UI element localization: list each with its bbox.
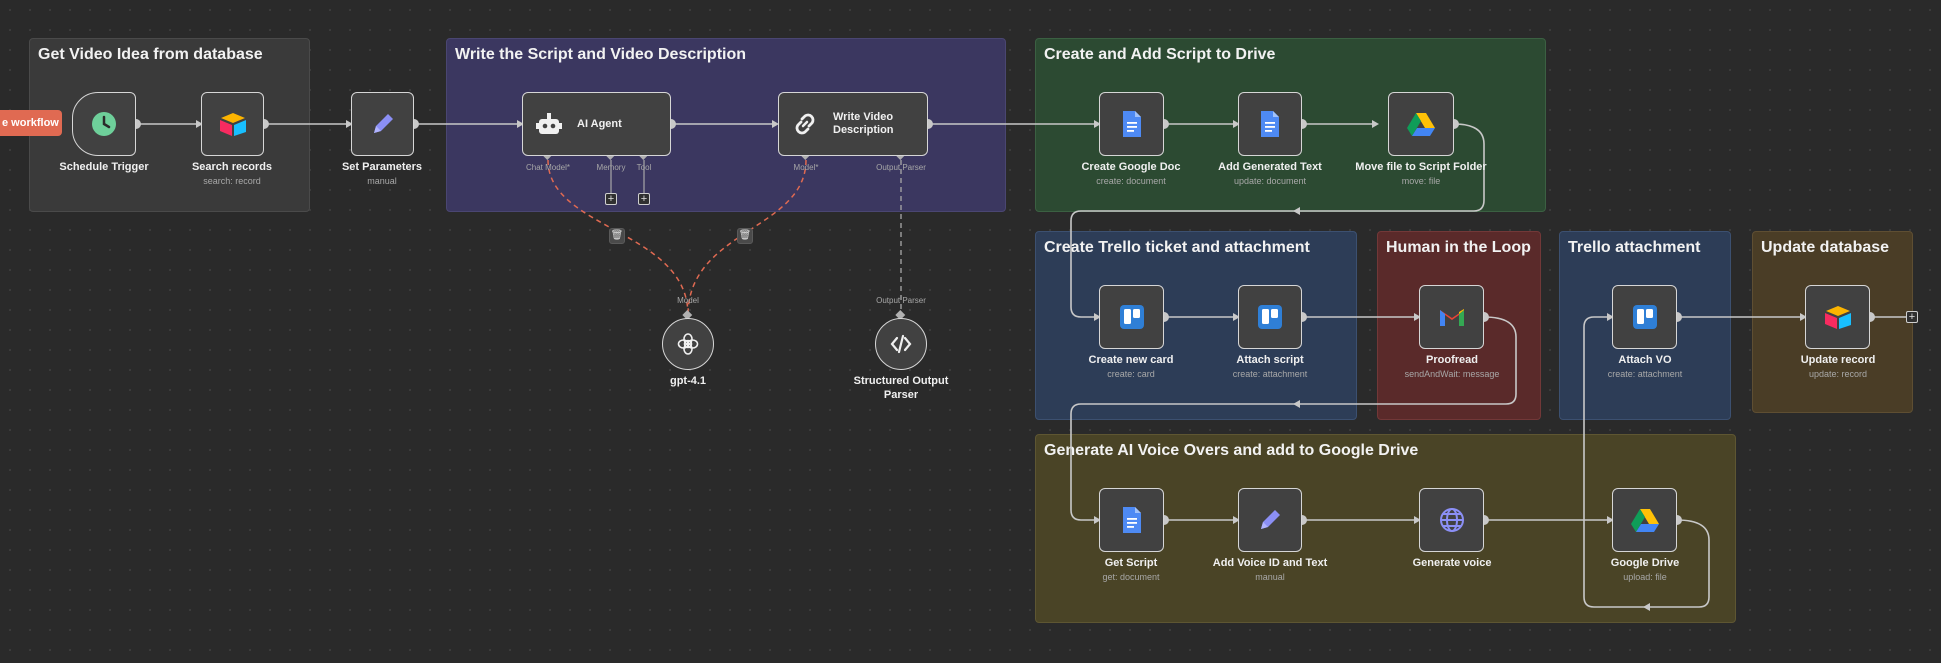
port-output-parser-in: Output Parser	[876, 296, 926, 305]
node-label: Schedule Trigger	[59, 161, 149, 173]
port-chat-model: Chat Model*	[525, 163, 571, 172]
port-model: Model*	[793, 163, 819, 172]
node-subtitle: create: attachment	[1607, 369, 1683, 379]
airtable-icon	[1824, 306, 1851, 329]
group-title: Create and Add Script to Drive	[1044, 46, 1276, 63]
node-label: gpt-4.1	[669, 375, 707, 387]
node-label: Get Script	[1104, 557, 1158, 569]
execute-workflow-button[interactable]: e workflow	[0, 110, 62, 136]
node-label: Add Generated Text	[1218, 161, 1322, 173]
node-write-video-description[interactable]: Write Video Description	[778, 92, 928, 156]
node-label: AI Agent	[577, 117, 622, 130]
node-set-parameters[interactable]	[351, 92, 414, 156]
node-subtitle: update: record	[1808, 369, 1868, 379]
node-search-records[interactable]	[201, 92, 264, 156]
add-tool-button[interactable]: +	[638, 193, 650, 205]
trello-icon	[1258, 305, 1282, 329]
group-title: Generate AI Voice Overs and add to Googl…	[1044, 442, 1419, 459]
code-icon	[890, 334, 912, 354]
node-label: Generate voice	[1412, 557, 1492, 569]
group-title: Update database	[1761, 239, 1890, 256]
google-docs-icon	[1261, 111, 1279, 137]
node-create-google-doc[interactable]	[1099, 92, 1164, 156]
node-label: Write Video Description	[833, 111, 894, 136]
node-structured-output-parser[interactable]	[875, 318, 927, 370]
google-docs-icon	[1122, 111, 1141, 137]
airtable-icon	[219, 113, 246, 136]
node-google-drive[interactable]	[1612, 488, 1677, 552]
google-drive-icon	[1630, 509, 1659, 532]
pencil-icon	[1261, 510, 1280, 529]
openai-icon	[677, 333, 699, 355]
port-model-in: Model	[677, 296, 699, 305]
node-subtitle: manual	[367, 176, 397, 186]
node-label: Structured Output Parser	[853, 375, 949, 401]
node-label: Attach script	[1236, 354, 1304, 366]
node-attach-script[interactable]	[1238, 285, 1302, 349]
group-title: Write the Script and Video Description	[455, 46, 747, 63]
port-output-parser: Output Parser	[876, 163, 926, 172]
node-label: Add Voice ID and Text	[1212, 557, 1328, 569]
group-title: Human in the Loop	[1386, 239, 1531, 256]
node-subtitle: sendAndWait: message	[1404, 369, 1500, 379]
node-label: Attach VO	[1618, 354, 1672, 366]
group-trello-ticket[interactable]: Create Trello ticket and attachment	[1035, 231, 1357, 420]
group-title: Trello attachment	[1568, 239, 1701, 256]
node-label: Update record	[1800, 354, 1876, 366]
node-update-record[interactable]	[1805, 285, 1870, 349]
node-move-file[interactable]	[1388, 92, 1454, 156]
group-title: Get Video Idea from database	[38, 46, 263, 63]
robot-icon	[536, 113, 562, 134]
node-schedule-trigger[interactable]	[72, 92, 136, 156]
node-label: Proofread	[1426, 354, 1478, 366]
delete-connection-button[interactable]: 🗑	[737, 228, 753, 244]
trello-icon	[1119, 305, 1144, 329]
node-subtitle: upload: file	[1623, 572, 1667, 582]
node-subtitle: manual	[1255, 572, 1285, 582]
link-icon	[795, 113, 815, 135]
group-title: Create Trello ticket and attachment	[1044, 239, 1310, 256]
port-memory: Memory	[596, 163, 626, 172]
node-attach-vo[interactable]	[1612, 285, 1677, 349]
gmail-icon	[1439, 309, 1464, 326]
add-node-button[interactable]: +	[1906, 311, 1918, 323]
google-docs-icon	[1122, 507, 1141, 533]
node-label: Create Google Doc	[1081, 161, 1181, 173]
node-subtitle: search: record	[203, 176, 261, 186]
node-subtitle: move: file	[1401, 176, 1441, 186]
node-subtitle: create: attachment	[1232, 369, 1308, 379]
node-subtitle: create: document	[1096, 176, 1166, 186]
clock-icon	[92, 112, 116, 136]
node-label: Google Drive	[1610, 557, 1680, 569]
node-label: Set Parameters	[341, 161, 423, 173]
trello-icon	[1632, 305, 1657, 329]
node-gpt-4-1[interactable]	[662, 318, 714, 370]
node-label: Search records	[191, 161, 273, 173]
pencil-icon	[373, 114, 393, 133]
node-get-script[interactable]	[1099, 488, 1164, 552]
node-proofread[interactable]	[1419, 285, 1484, 349]
delete-connection-button[interactable]: 🗑	[609, 228, 625, 244]
node-label: Create new card	[1088, 354, 1174, 366]
node-create-new-card[interactable]	[1099, 285, 1164, 349]
port-tool: Tool	[636, 163, 652, 172]
globe-icon	[1439, 508, 1464, 532]
node-add-generated-text[interactable]	[1238, 92, 1302, 156]
node-generate-voice[interactable]	[1419, 488, 1484, 552]
node-label: Move file to Script Folder	[1355, 161, 1487, 173]
add-memory-button[interactable]: +	[605, 193, 617, 205]
node-subtitle: update: document	[1233, 176, 1307, 186]
node-ai-agent[interactable]: AI Agent	[522, 92, 671, 156]
node-add-voice-id[interactable]	[1238, 488, 1302, 552]
google-drive-icon	[1407, 113, 1435, 136]
node-subtitle: get: document	[1102, 572, 1160, 582]
node-subtitle: create: card	[1107, 369, 1155, 379]
